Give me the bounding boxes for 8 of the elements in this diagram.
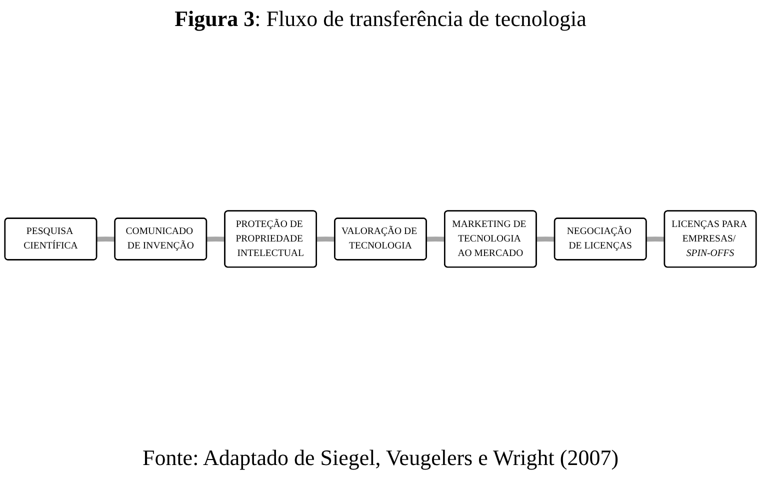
- connector: [206, 236, 226, 242]
- connector: [645, 236, 666, 242]
- connector: [536, 236, 556, 242]
- source-caption: Fonte: Adaptado de Siegel, Veugelers e Wright (2007): [142, 445, 619, 471]
- connector: [316, 236, 336, 242]
- connector: [96, 236, 116, 242]
- figure-title: Figura 3: Fluxo de transferência de tecnologia: [174, 6, 586, 32]
- connector: [426, 236, 446, 242]
